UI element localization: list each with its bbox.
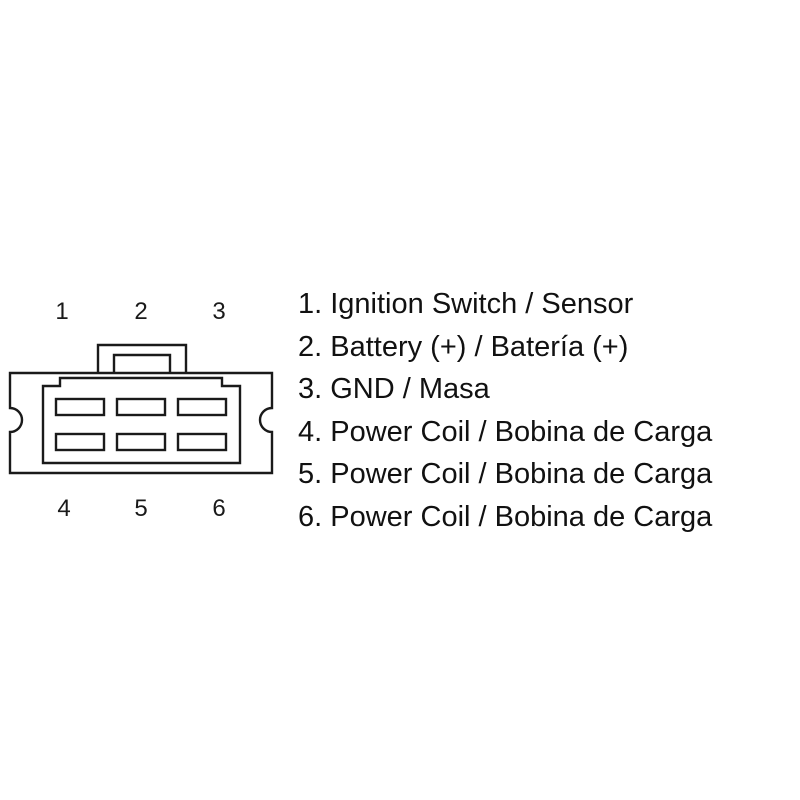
connector-diagram xyxy=(8,343,274,475)
pinout-item-4: 4. Power Coil / Bobina de Carga xyxy=(298,415,713,448)
pin-cavity-5 xyxy=(115,432,167,452)
pin-label-3: 3 xyxy=(212,298,226,325)
connector-socket xyxy=(41,376,242,465)
connector-lock-tab-inner xyxy=(112,353,172,373)
pinout-item-2: 2. Battery (+) / Batería (+) xyxy=(298,330,629,363)
pin-label-5: 5 xyxy=(134,495,148,522)
pinout-legend: 1. Ignition Switch / Sensor 2. Battery (… xyxy=(298,283,712,538)
pin-cavity-3 xyxy=(176,397,228,417)
pinout-item-5: 5. Power Coil / Bobina de Carga xyxy=(298,458,713,490)
pin-label-6: 6 xyxy=(212,495,226,522)
pinout-item-3: 3. GND / Masa xyxy=(298,373,490,405)
pin-label-2: 2 xyxy=(134,298,148,325)
pin-label-1: 1 xyxy=(55,298,69,325)
pin-cavity-6 xyxy=(176,432,228,452)
pin-cavity-2 xyxy=(115,397,167,417)
pinout-item-1: 1. Ignition Switch / Sensor xyxy=(298,288,634,320)
pin-cavity-4 xyxy=(54,432,106,452)
connector-housing xyxy=(8,371,274,475)
pin-label-4: 4 xyxy=(57,495,71,522)
pin-cavity-1 xyxy=(54,397,106,417)
connector-lock-tab xyxy=(96,343,188,373)
pinout-item-6: 6. Power Coil / Bobina de Carga xyxy=(298,500,713,533)
